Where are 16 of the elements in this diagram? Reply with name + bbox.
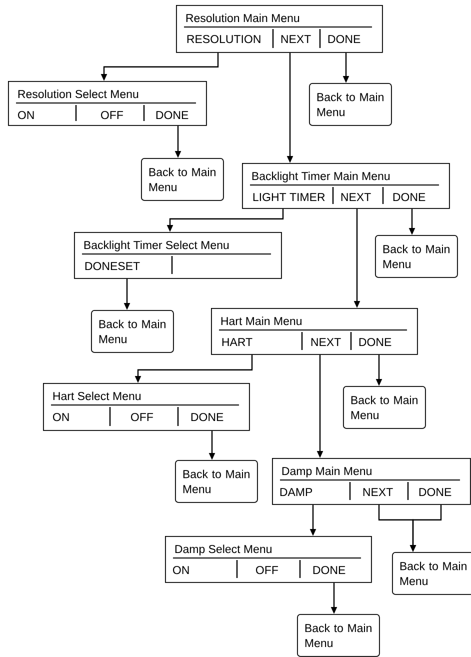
back-box: Back to Main Menu — [175, 460, 258, 503]
menu-box: Damp Select Menu ON OFF DONE — [165, 536, 372, 583]
menu-box: Hart Main Menu HART NEXT DONE — [211, 308, 418, 355]
menu-box: Resolution Main Menu RESOLUTION NEXT DONE — [176, 5, 383, 53]
menu-box: Hart Select Menu ON OFF DONE — [43, 383, 250, 431]
back-box: Back to Main Menu — [297, 614, 380, 657]
menu-box: Backlight Timer Select Menu DONESET — [74, 232, 282, 279]
back-box: Back to Main Menu — [91, 310, 174, 353]
menu-box: Damp Main Menu DAMP NEXT DONE — [272, 458, 471, 505]
menu-box: Backlight Timer Main Menu LIGHT TIMER NEXT DONE — [242, 163, 450, 209]
back-box: Back to Main Menu — [309, 83, 392, 126]
back-box: Back to Main Menu — [375, 235, 458, 278]
back-box: Back to Main Menu — [141, 158, 224, 201]
back-box: Back to Main Menu — [392, 552, 471, 595]
back-box: Back to Main Menu — [343, 386, 426, 429]
menu-box: Resolution Select Menu ON OFF DONE — [8, 81, 207, 126]
